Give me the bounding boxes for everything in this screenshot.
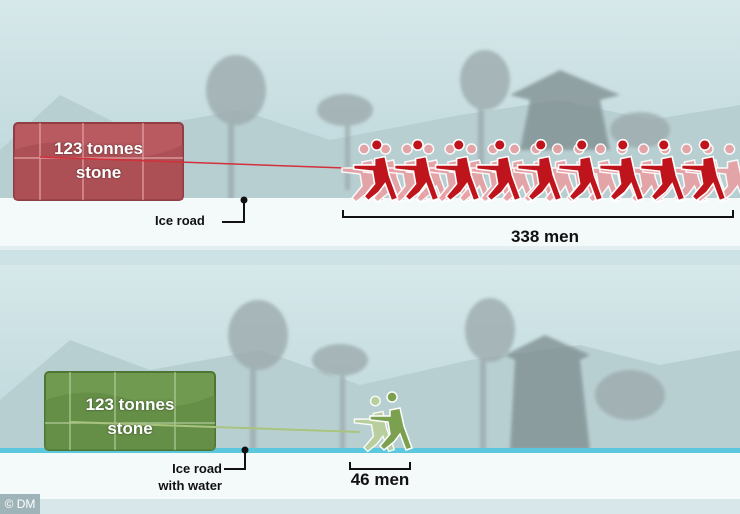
men-bracket-top <box>342 210 734 218</box>
credit-label: © DM <box>0 494 40 514</box>
trees-top <box>206 50 670 200</box>
ice-road-label-top: Ice road <box>155 213 205 228</box>
puller-figure <box>352 138 399 202</box>
puller-figure <box>639 138 686 202</box>
puller-figure <box>393 138 440 202</box>
rope-bottom <box>69 421 361 433</box>
stone-label-top: 123 tonnes stone <box>14 137 183 185</box>
stone-block-top <box>13 122 184 201</box>
puller-figure <box>475 138 522 202</box>
ice-road-top <box>0 198 740 246</box>
pullers-group-bottom <box>353 391 413 453</box>
ice-road-pointer-top <box>222 200 245 223</box>
water-layer <box>0 448 740 453</box>
ice-road-pointer-bottom <box>224 450 246 470</box>
with-water-text: with water <box>158 478 222 493</box>
ice-road-bottom <box>0 453 740 499</box>
trees-bottom <box>228 298 665 450</box>
stone-weight-text: 123 tonnes <box>54 139 143 158</box>
stone-text: stone <box>107 419 153 438</box>
puller-figure <box>434 138 481 202</box>
ice-road-text: Ice road <box>172 461 222 476</box>
stone-label-bottom: 123 tonnes stone <box>45 393 215 441</box>
puller-figure <box>516 138 563 202</box>
ice-road-label-bottom: Ice road with water <box>150 460 222 494</box>
puller-figure <box>557 138 604 202</box>
puller-figure <box>598 138 645 202</box>
puller-figure <box>680 138 727 202</box>
men-count-bottom: 46 men <box>350 470 410 489</box>
men-count-top: 338 men <box>510 227 580 246</box>
rope-top <box>39 156 346 169</box>
stone-weight-text: 123 tonnes <box>85 395 175 414</box>
puller-figure <box>369 391 413 452</box>
stone-text: stone <box>75 163 122 182</box>
stone-block-bottom <box>44 371 216 451</box>
men-bracket-bottom <box>349 462 411 470</box>
pullers-group-top <box>341 138 740 204</box>
